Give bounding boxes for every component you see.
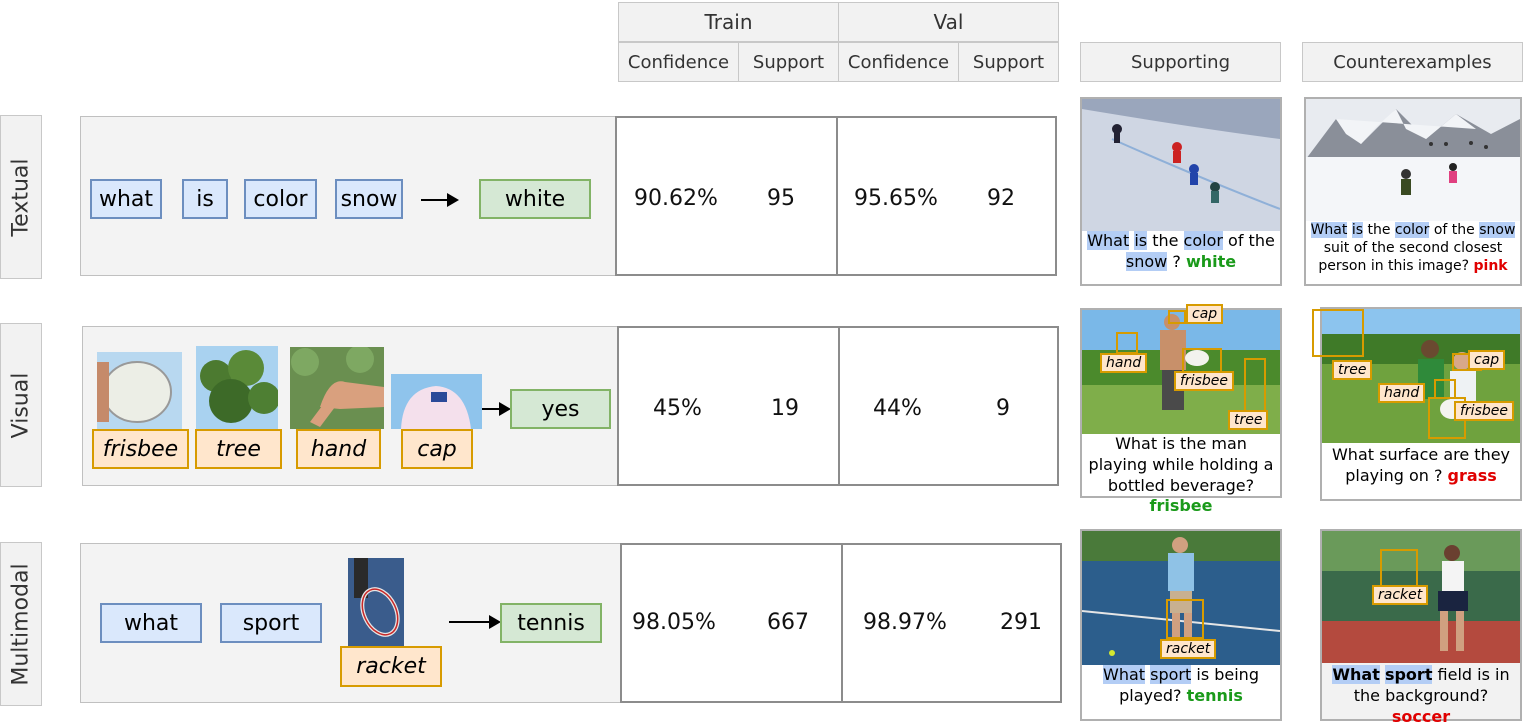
token-is: is <box>182 179 228 219</box>
object-frisbee: frisbee <box>92 429 189 469</box>
val-support-value: 92 <box>987 186 1015 211</box>
token-sport: sport <box>220 603 322 643</box>
rule-arrow <box>421 193 459 207</box>
object-tree: tree <box>195 429 282 469</box>
val-support-value: 291 <box>1000 610 1042 635</box>
bbox-hand <box>1116 332 1138 354</box>
counterexample-visual: tree cap hand frisbee What surface are t… <box>1312 307 1522 501</box>
counterexample-caption-visual: What surface are they playing on ? grass <box>1331 445 1511 485</box>
cap-crop <box>391 374 482 429</box>
train-support-value: 95 <box>767 186 795 211</box>
val-confidence-value: 44% <box>873 396 922 421</box>
row-label-textual: Textual <box>0 115 42 279</box>
row-label-multimodal: Multimodal <box>0 542 42 706</box>
bbox-hand <box>1434 379 1456 399</box>
bbox-tree <box>1312 309 1364 357</box>
token-what: what <box>90 179 162 219</box>
stats-textual <box>615 116 1057 276</box>
supporting-caption-multimodal: What sport is being played? tennis <box>1103 665 1259 705</box>
train-confidence-value: 98.05% <box>632 610 716 635</box>
bbox-racket <box>1380 549 1418 587</box>
counterexample-textual: What is the color of the snow suit of th… <box>1304 97 1522 286</box>
mountain-image <box>1306 99 1520 221</box>
train-confidence-value: 45% <box>653 396 702 421</box>
ski-image <box>1082 99 1280 231</box>
val-confidence-header: Confidence <box>838 42 959 82</box>
supporting-example-textual: What is the color of the snow ? white <box>1080 97 1282 286</box>
bbox-label-cap: cap <box>1468 350 1506 370</box>
train-confidence-value: 90.62% <box>634 186 718 211</box>
counterexamples-header: Counterexamples <box>1302 42 1523 82</box>
rule-arrow <box>482 402 511 416</box>
row-label-visual: Visual <box>0 323 42 487</box>
counterexample-caption-textual: What is the color of the snow suit of th… <box>1310 222 1516 275</box>
tree-crop <box>196 346 278 429</box>
object-hand: hand <box>296 429 381 469</box>
val-confidence-value: 98.97% <box>863 610 947 635</box>
bbox-cap <box>1168 310 1186 324</box>
bbox-label-frisbee: frisbee <box>1174 371 1234 391</box>
train-confidence-header: Confidence <box>618 42 739 82</box>
train-support-value: 667 <box>767 610 809 635</box>
val-support-value: 9 <box>996 396 1010 421</box>
val-header: Val <box>838 2 1059 42</box>
supporting-example-multimodal: racket What sport is being played? tenni… <box>1080 529 1282 721</box>
answer-yes: yes <box>510 389 611 429</box>
counterexample-caption-multimodal: What sport field is in the background? s… <box>1322 663 1520 726</box>
token-color: color <box>244 179 317 219</box>
racket-crop <box>348 558 404 646</box>
object-cap: cap <box>401 429 473 469</box>
bbox-racket <box>1166 599 1204 639</box>
object-racket: racket <box>340 646 442 687</box>
bbox-label-cap: cap <box>1186 304 1224 324</box>
counterexample-multimodal: racket What sport field is in the backgr… <box>1320 529 1522 726</box>
stats-multimodal <box>620 543 1062 703</box>
supporting-caption-visual: What is the man playing while holding a … <box>1088 434 1274 516</box>
train-support-value: 19 <box>771 396 799 421</box>
token-what: what <box>100 603 202 643</box>
bbox-label-racket: racket <box>1160 639 1217 659</box>
bbox-label-tree: tree <box>1332 360 1373 380</box>
val-support-header: Support <box>958 42 1059 82</box>
token-snow: snow <box>335 179 403 219</box>
bbox-label-racket: racket <box>1372 585 1429 605</box>
supporting-caption-textual: What is the color of the snow ? white <box>1087 231 1275 271</box>
hand-crop <box>290 347 384 429</box>
bbox-label-tree: tree <box>1228 410 1269 430</box>
train-support-header: Support <box>738 42 839 82</box>
bbox-label-hand: hand <box>1100 353 1148 373</box>
answer-tennis: tennis <box>500 603 602 643</box>
stats-visual <box>617 326 1059 486</box>
bbox-label-hand: hand <box>1378 383 1426 403</box>
answer-white: white <box>479 179 591 219</box>
supporting-example-visual: cap hand frisbee tree What is the man pl… <box>1080 304 1282 516</box>
rule-arrow <box>449 615 501 629</box>
val-confidence-value: 95.65% <box>854 186 938 211</box>
bbox-label-frisbee: frisbee <box>1454 401 1514 421</box>
train-header: Train <box>618 2 839 42</box>
supporting-header: Supporting <box>1080 42 1281 82</box>
frisbee-crop <box>97 352 182 429</box>
